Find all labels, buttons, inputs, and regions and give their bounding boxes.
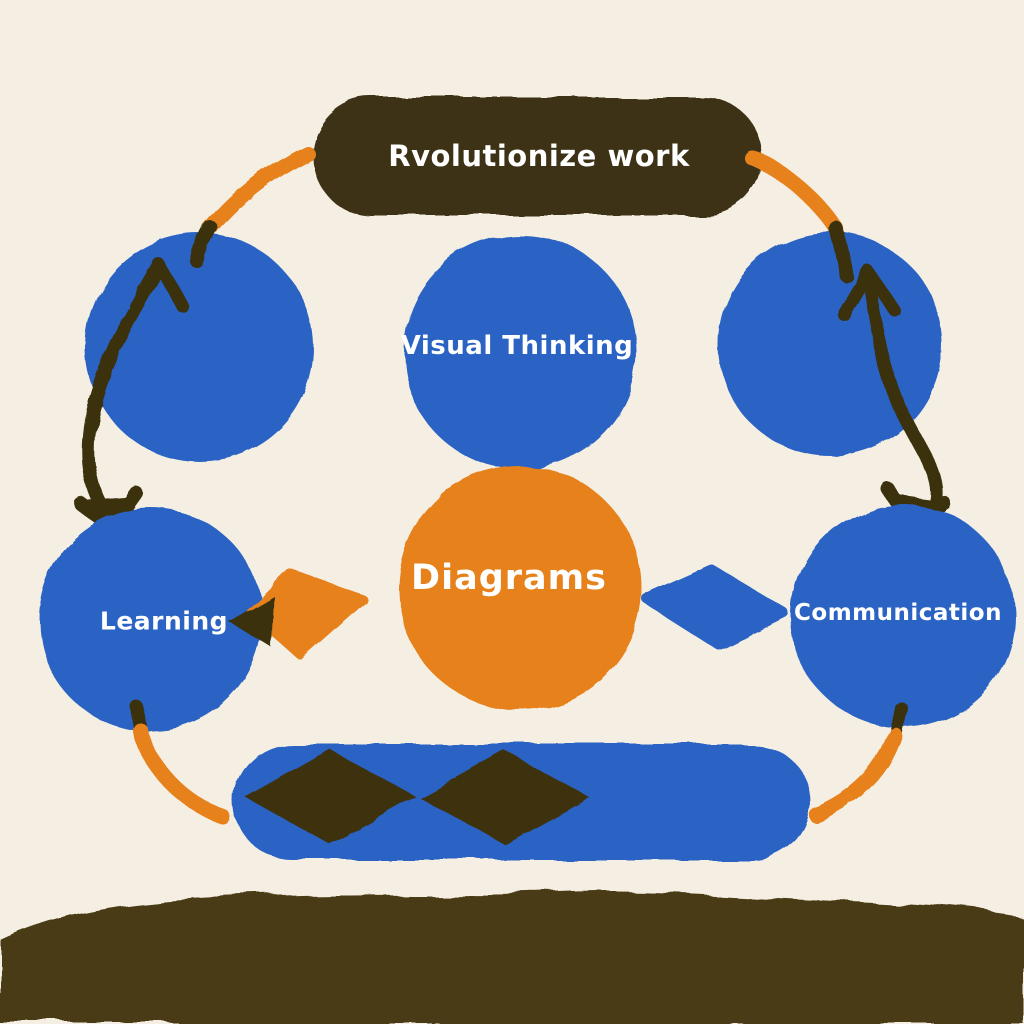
connector-arc-top-right [743, 149, 853, 282]
connector-arc-bottom-right [809, 702, 909, 824]
center-circle-diagrams [398, 466, 642, 710]
banner-label: Rvolutionize work [388, 139, 690, 173]
node-label-learning: Learning [99, 606, 229, 636]
diamond-orange-left [229, 569, 367, 659]
bottom-bar-diamond-1 [245, 749, 416, 845]
node-label-visual-thinking: Visual Thinking [400, 331, 634, 361]
arrowhead-up-right-icon [837, 265, 901, 320]
arc-tip-top-right [829, 221, 853, 282]
arc-tip-top-left [190, 221, 218, 268]
arrowhead-up-left-icon [129, 258, 187, 312]
connector-arc-top-left [190, 145, 315, 268]
bottom-bar-diamond-2 [420, 751, 590, 845]
connector-arc-bottom-left [127, 697, 232, 826]
title-banner-pill [312, 97, 762, 215]
arrowhead-left-diamond-icon [229, 596, 274, 648]
bottom-bar [234, 744, 810, 860]
center-label-diagrams: Diagrams [411, 558, 607, 598]
node-circle-communication [791, 504, 1015, 728]
ground-shape [0, 891, 1024, 1024]
node-circle-learning [39, 508, 263, 732]
node-label-communication: Communication [794, 600, 1002, 626]
node-circle-visual-thinking [403, 235, 637, 469]
diamond-blue-right [642, 565, 788, 649]
